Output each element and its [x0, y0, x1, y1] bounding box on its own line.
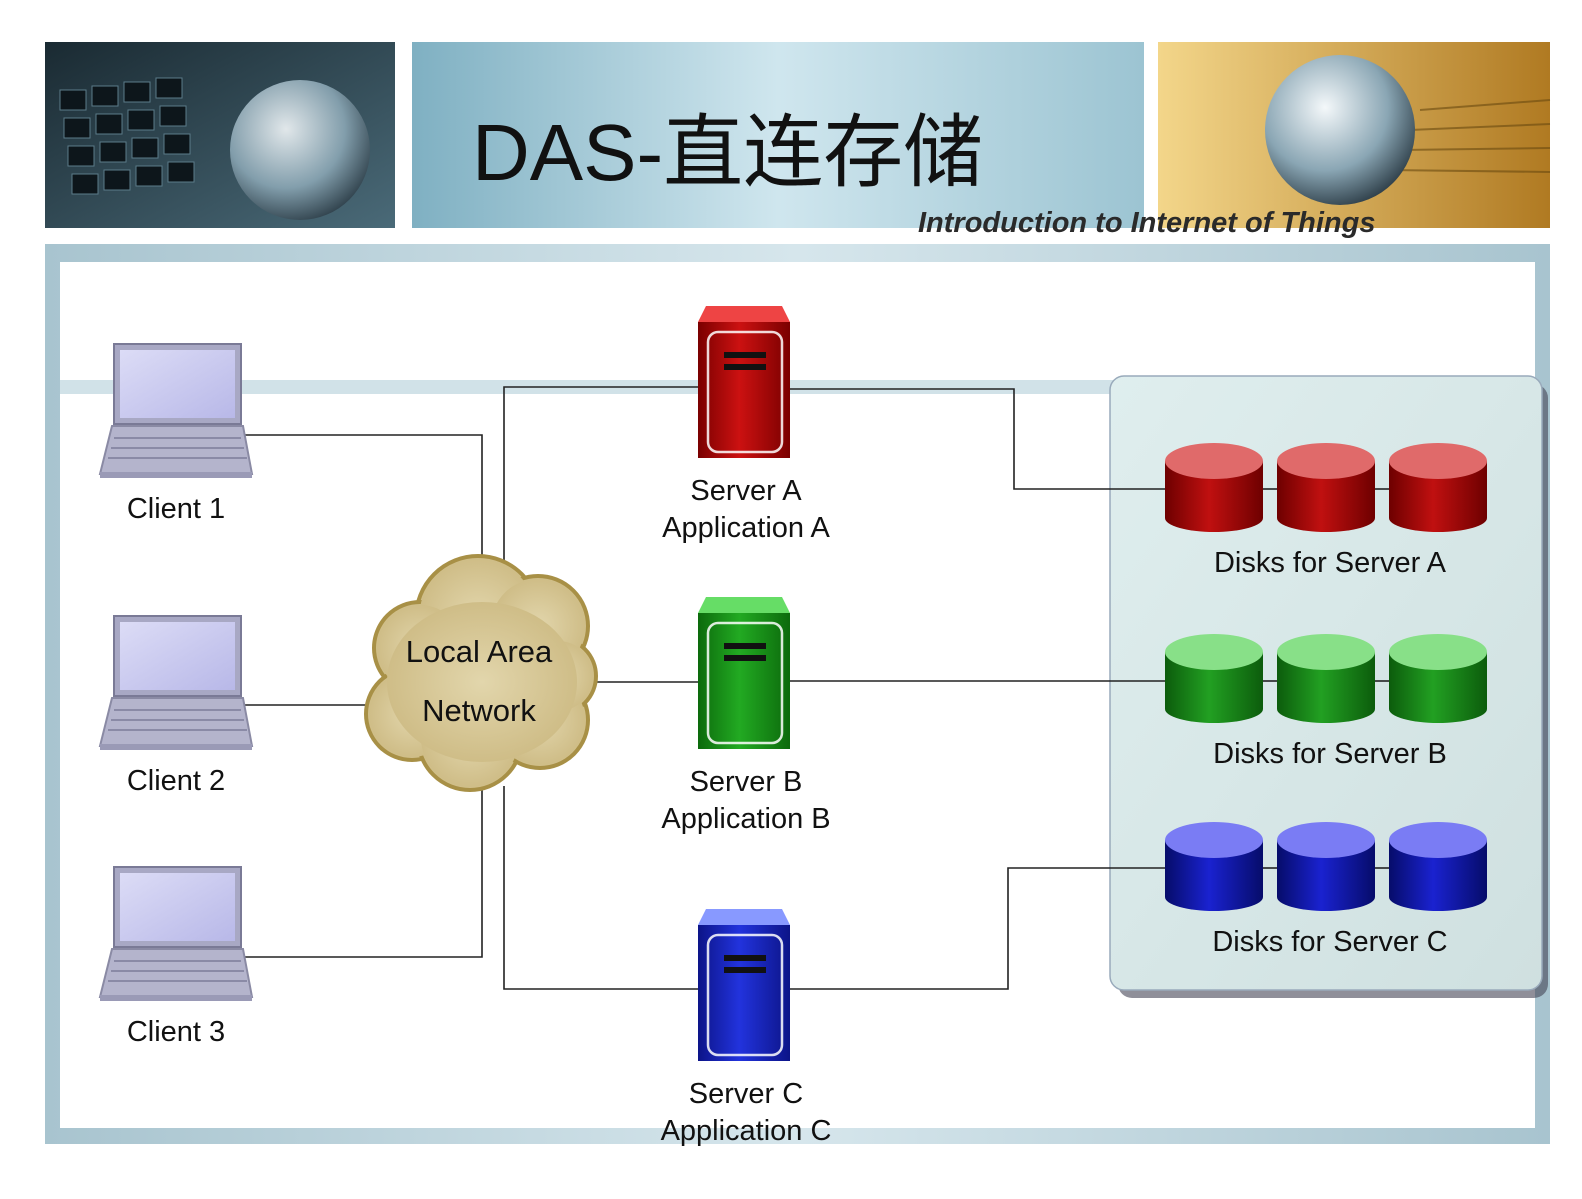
server-name-label: Server A — [690, 475, 802, 507]
clients: Client 1 Client 2 Client 3 — [98, 343, 254, 1048]
server-name-label: Server C — [689, 1078, 803, 1110]
disk-cylinder-icon — [1389, 443, 1487, 532]
disk-group-c: Disks for Server C — [1165, 822, 1487, 958]
server-name-label: Server B — [690, 766, 803, 798]
serverC-disk-link — [790, 867, 1166, 990]
serverA-disk-link — [790, 388, 1166, 490]
servers: Server A Application A Server B Application… — [661, 306, 832, 1147]
server-tower-icon — [698, 597, 790, 749]
disk-cylinder-icon — [1165, 443, 1263, 532]
server-a: Server A Application A — [662, 306, 830, 544]
disk-group-b: Disks for Server B — [1165, 634, 1487, 770]
server-app-label: Application A — [662, 512, 830, 544]
disk-cylinder-icon — [1165, 634, 1263, 723]
client-1: Client 1 — [98, 343, 254, 525]
laptop-icon — [98, 866, 254, 1001]
title-banner — [412, 42, 1144, 228]
disk-cylinder-icon — [1277, 634, 1375, 723]
banner-subtitle: Introduction to Internet of Things — [918, 207, 1376, 239]
client-2: Client 2 — [98, 615, 254, 797]
disk-cylinder-icon — [1165, 822, 1263, 911]
client3-link — [242, 786, 483, 958]
keyboard-keys — [59, 77, 195, 195]
disk-group-label: Disks for Server A — [1214, 547, 1447, 579]
disk-group-label: Disks for Server B — [1213, 738, 1447, 770]
disk-groups: Disks for Server A Disks for Server B Disk… — [1165, 443, 1487, 958]
disk-cylinder-icon — [1277, 822, 1375, 911]
lan-label-line2: Network — [422, 693, 536, 728]
connection-lines — [242, 386, 1390, 990]
disk-cylinder-icon — [1389, 822, 1487, 911]
server-tower-icon — [698, 306, 790, 458]
lan-serverC-link — [503, 786, 698, 990]
page-title: DAS-直连存储 — [472, 108, 983, 197]
server-app-label: Application C — [661, 1115, 832, 1147]
client-label: Client 3 — [127, 1016, 225, 1048]
globe-icon — [230, 80, 370, 220]
client-3: Client 3 — [98, 866, 254, 1048]
client-label: Client 1 — [127, 493, 225, 525]
server-tower-icon — [698, 909, 790, 1061]
disk-group-label: Disks for Server C — [1212, 926, 1447, 958]
server-app-label: Application B — [661, 803, 830, 835]
client-label: Client 2 — [127, 765, 225, 797]
laptop-icon — [98, 615, 254, 750]
header-banner: DAS-直连存储 Introduction to Internet of Thi… — [45, 42, 1551, 239]
disk-cylinder-icon — [1277, 443, 1375, 532]
laptop-icon — [98, 343, 254, 478]
server-c: Server C Application C — [661, 909, 832, 1147]
lan-cloud: Local Area Network — [364, 554, 598, 792]
client1-link — [242, 434, 483, 560]
lan-serverA-link — [503, 386, 698, 560]
globe-icon — [1265, 55, 1415, 205]
server-b: Server B Application B — [661, 597, 831, 835]
disk-group-a: Disks for Server A — [1165, 443, 1487, 579]
lan-label-line1: Local Area — [406, 634, 553, 669]
laptop-keyboard-lines — [1389, 99, 1551, 173]
disk-cylinder-icon — [1389, 634, 1487, 723]
